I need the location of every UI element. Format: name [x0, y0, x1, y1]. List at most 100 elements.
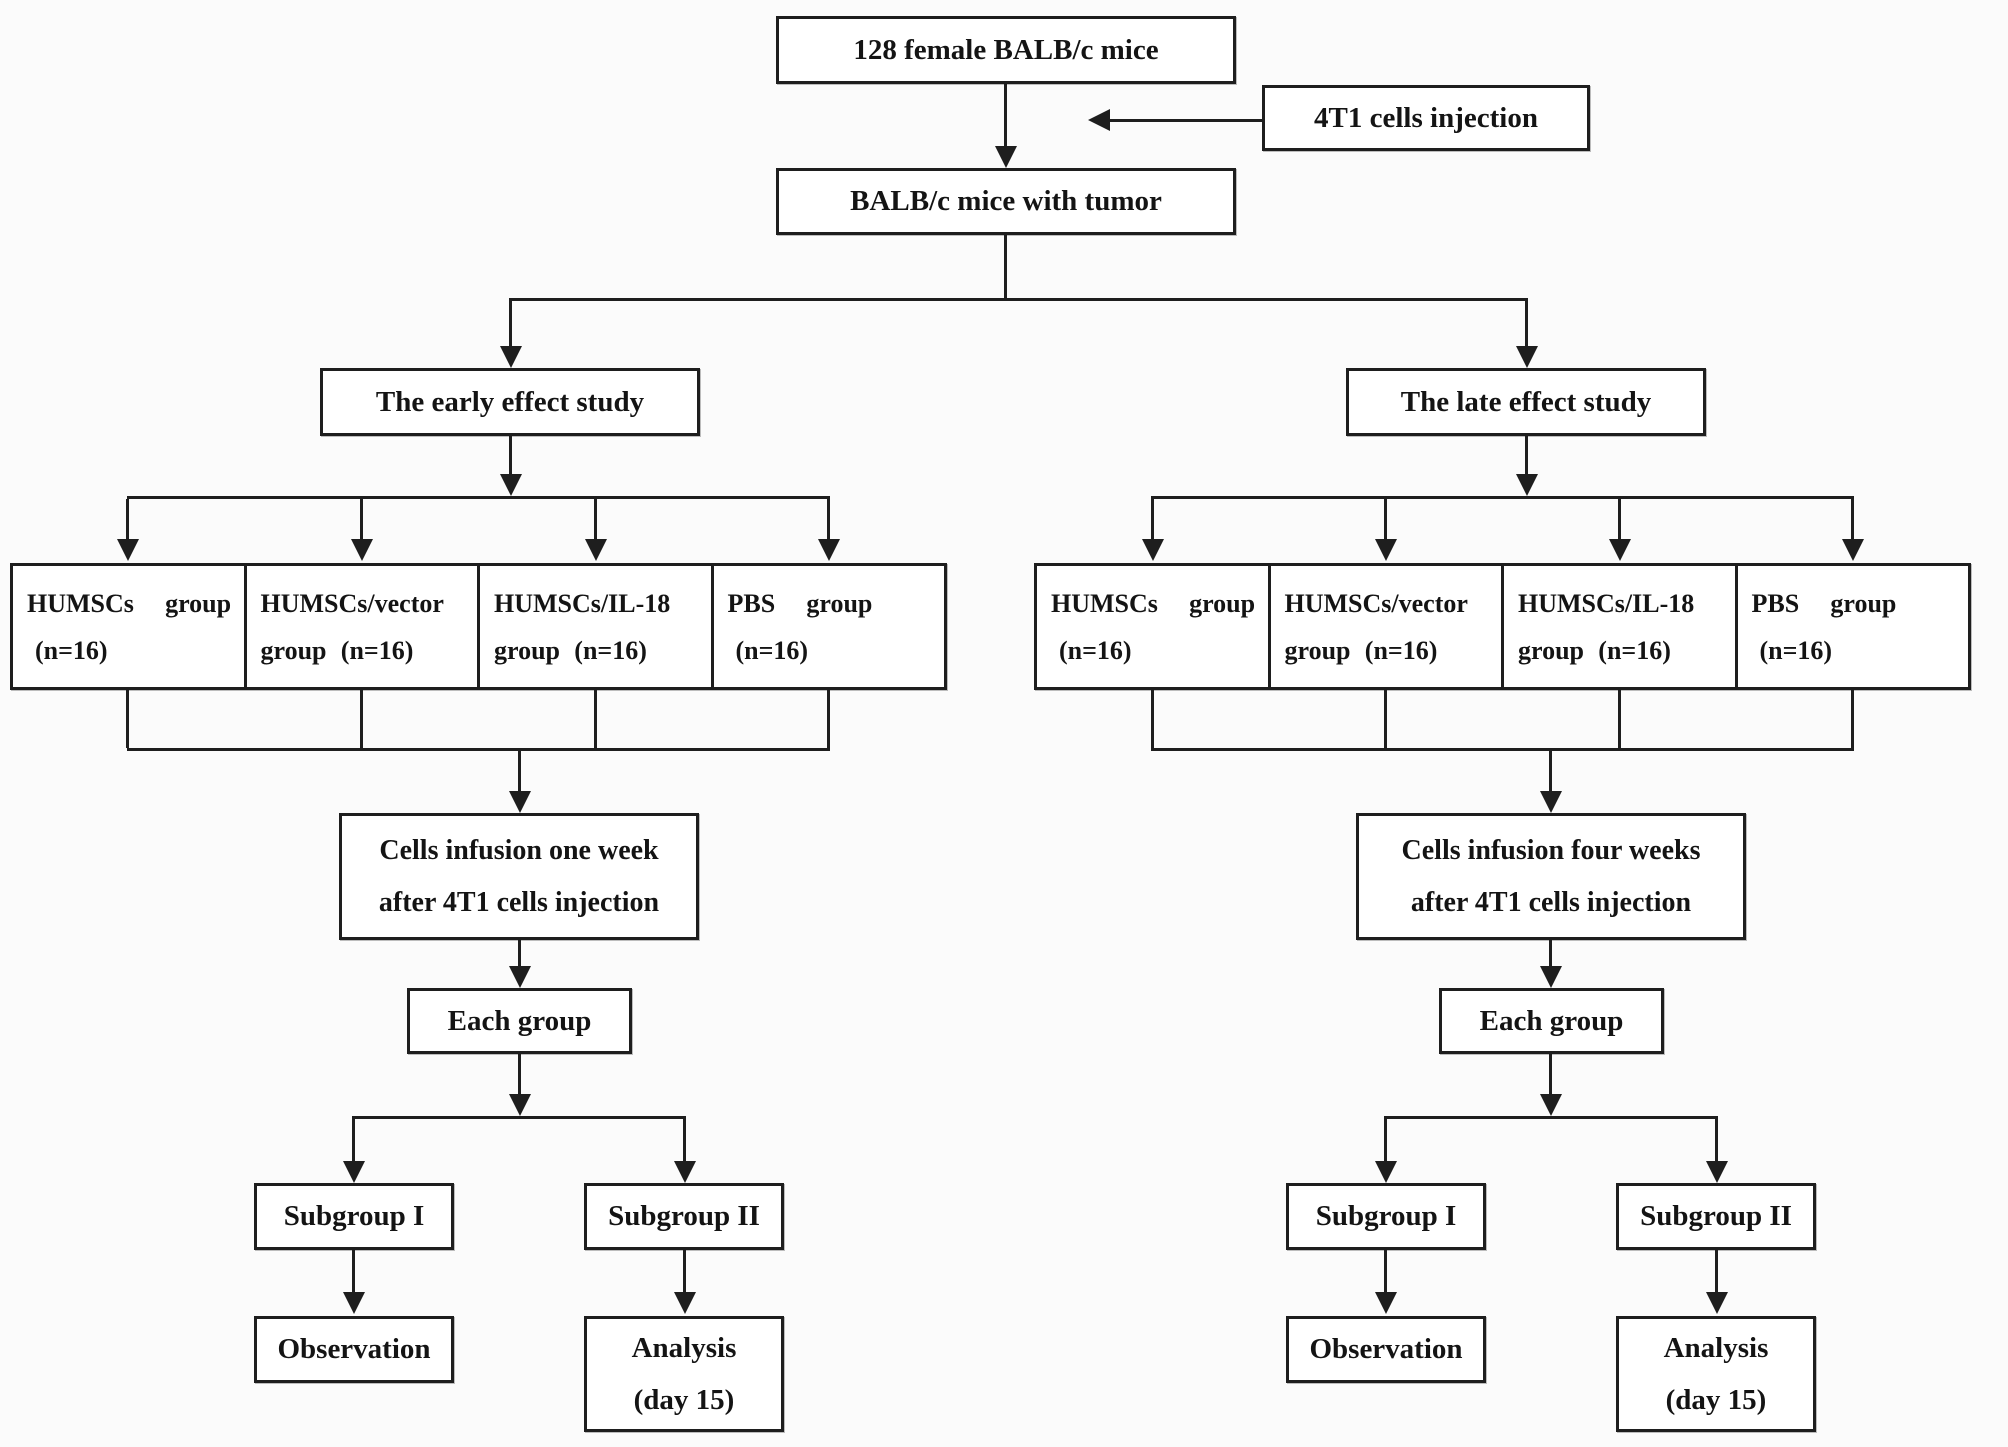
connector-late-drop-2 [1384, 499, 1387, 539]
node-each-group-late: Each group [1439, 988, 1664, 1054]
arrowhead-late-sub2 [1706, 1161, 1728, 1183]
node-subgroup1-early: Subgroup I [254, 1183, 454, 1250]
node-early-effect-study-label: The early effect study [375, 385, 645, 418]
arrowhead-early-observation [343, 1292, 365, 1314]
connector-early-subsplit-hline [354, 1116, 684, 1119]
group-box-late-humscs: HUMSCs group (n=16) [1037, 566, 1268, 687]
connector-early-eachgroup-line [518, 940, 521, 968]
node-analysis-late-line1: Analysis [1663, 1332, 1769, 1364]
node-4t1-injection: 4T1 cells injection [1262, 85, 1590, 151]
connector-early-analysis-line [683, 1250, 686, 1292]
group-box-late-humscs-il18-line2: group (n=16) [1518, 635, 1671, 665]
node-subgroup1-late: Subgroup I [1286, 1183, 1486, 1250]
connector-late-infusion-stem [1549, 748, 1552, 791]
connector-late-observation-line [1384, 1250, 1387, 1292]
group-box-late-humscs-vector-line1: HUMSCs/vector [1284, 588, 1468, 618]
group-box-late-humscs-line1: HUMSCs group [1051, 588, 1256, 618]
group-box-early-humscs-il18-line1: HUMSCs/IL-18 [494, 588, 671, 618]
connector-late-collect-4 [1851, 690, 1854, 748]
node-each-group-late-label: Each group [1479, 1004, 1624, 1037]
connector-late-analysis-line [1715, 1250, 1718, 1292]
node-cells-infusion-early-line1: Cells infusion one week [379, 834, 659, 866]
connector-late-drop-3 [1618, 499, 1621, 539]
connector-main-split-hline [509, 298, 1528, 301]
group-box-early-humscs-line2: (n=16) [35, 635, 108, 665]
connector-early-collector-hline [127, 748, 830, 751]
connector-late-collect-3 [1618, 690, 1621, 748]
node-observation-late-label: Observation [1309, 1333, 1463, 1366]
node-4t1-injection-label: 4T1 cells injection [1314, 101, 1538, 134]
arrowhead-late-branch [1516, 346, 1538, 368]
group-box-late-humscs-vector-line2: group (n=16) [1284, 635, 1438, 665]
connector-tumor-stem [1004, 235, 1007, 301]
node-analysis-late-line2: (day 15) [1665, 1384, 1767, 1416]
node-observation-early-label: Observation [277, 1333, 431, 1366]
group-box-early-humscs-vector-line2: group (n=16) [260, 635, 414, 665]
node-cells-infusion-late: Cells infusion four weeks after 4T1 cell… [1356, 813, 1746, 940]
connector-early-collect-3 [594, 690, 597, 748]
arrowhead-late-observation [1375, 1292, 1397, 1314]
connector-late-subsplit-stem [1549, 1054, 1552, 1096]
connector-early-observation-line [352, 1250, 355, 1292]
group-box-late-humscs-vector: HUMSCs/vector group (n=16) [1267, 566, 1502, 687]
node-analysis-late: Analysis (day 15) [1616, 1316, 1816, 1432]
node-analysis-early: Analysis (day 15) [584, 1316, 784, 1432]
node-cells-infusion-early-line2: after 4T1 cells injection [378, 886, 660, 918]
arrowhead-late-drop-2 [1375, 539, 1397, 561]
arrowhead-injection-arrow [1088, 109, 1110, 131]
connector-late-drop-1 [1151, 499, 1154, 539]
group-box-late-humscs-il18-line1: HUMSCs/IL-18 [1518, 588, 1695, 618]
node-subgroup2-early-label: Subgroup II [608, 1200, 760, 1233]
connector-late-collector-hline [1151, 748, 1854, 751]
arrowhead-late-drop-3 [1609, 539, 1631, 561]
group-box-early-humscs-vector-line1: HUMSCs/vector [260, 588, 444, 618]
connector-early-collect-4 [827, 690, 830, 748]
arrowhead-early-drop-3 [585, 539, 607, 561]
connector-early-subsplit-stem [518, 1054, 521, 1096]
node-cells-infusion-late-line2: after 4T1 cells injection [1410, 886, 1692, 918]
connector-late-distributor-hline [1151, 496, 1854, 499]
arrowhead-early-sub1 [343, 1161, 365, 1183]
group-box-early-humscs-il18-line2: group (n=16) [494, 635, 647, 665]
connector-late-eachgroup-line [1549, 940, 1552, 968]
node-observation-late: Observation [1286, 1316, 1486, 1383]
connector-late-sub1-line [1384, 1116, 1387, 1161]
connector-early-drop-1 [126, 499, 129, 539]
node-late-effect-study-label: The late effect study [1400, 385, 1652, 418]
group-box-late-pbs: PBS group (n=16) [1734, 566, 1969, 687]
connector-mice-to-tumor-line [1004, 84, 1007, 146]
group-box-early-pbs-line2: (n=16) [735, 635, 809, 665]
late-groups-row: HUMSCs group (n=16) HUMSCs/vector group … [1034, 563, 1971, 690]
group-box-early-humscs-vector: HUMSCs/vector group (n=16) [243, 566, 478, 687]
connector-early-collect-1 [126, 690, 129, 748]
arrowhead-late-analysis [1706, 1292, 1728, 1314]
connector-late-subsplit-hline [1386, 1116, 1716, 1119]
connector-late-drop-4 [1851, 499, 1854, 539]
group-box-early-humscs-line1: HUMSCs group [27, 588, 232, 618]
connector-early-drop-3 [594, 499, 597, 539]
arrowhead-late-sub1 [1375, 1161, 1397, 1183]
arrowhead-early-distributor-stem [500, 474, 522, 496]
node-subgroup1-late-label: Subgroup I [1315, 1200, 1457, 1233]
connector-early-drop-2 [360, 499, 363, 539]
node-mice-total: 128 female BALB/c mice [776, 16, 1236, 84]
arrowhead-early-sub2 [674, 1161, 696, 1183]
connector-early-infusion-stem [518, 748, 521, 791]
arrowhead-late-drop-1 [1142, 539, 1164, 561]
arrowhead-early-analysis [674, 1292, 696, 1314]
arrowhead-late-infusion [1540, 791, 1562, 813]
node-subgroup2-late: Subgroup II [1616, 1183, 1816, 1250]
connector-early-branch-line [509, 298, 512, 346]
connector-late-branch-line [1525, 298, 1528, 346]
group-box-early-humscs-il18: HUMSCs/IL-18 group (n=16) [477, 566, 711, 687]
arrowhead-early-drop-2 [351, 539, 373, 561]
node-late-effect-study: The late effect study [1346, 368, 1706, 436]
connector-late-collect-1 [1151, 690, 1154, 748]
node-early-effect-study: The early effect study [320, 368, 700, 436]
node-mice-total-label: 128 female BALB/c mice [853, 33, 1159, 66]
connector-early-distributor-stem [509, 436, 512, 476]
arrowhead-late-eachgroup [1540, 966, 1562, 988]
connector-late-distributor-stem [1525, 436, 1528, 476]
arrowhead-early-drop-4 [818, 539, 840, 561]
node-cells-infusion-early: Cells infusion one week after 4T1 cells … [339, 813, 699, 940]
